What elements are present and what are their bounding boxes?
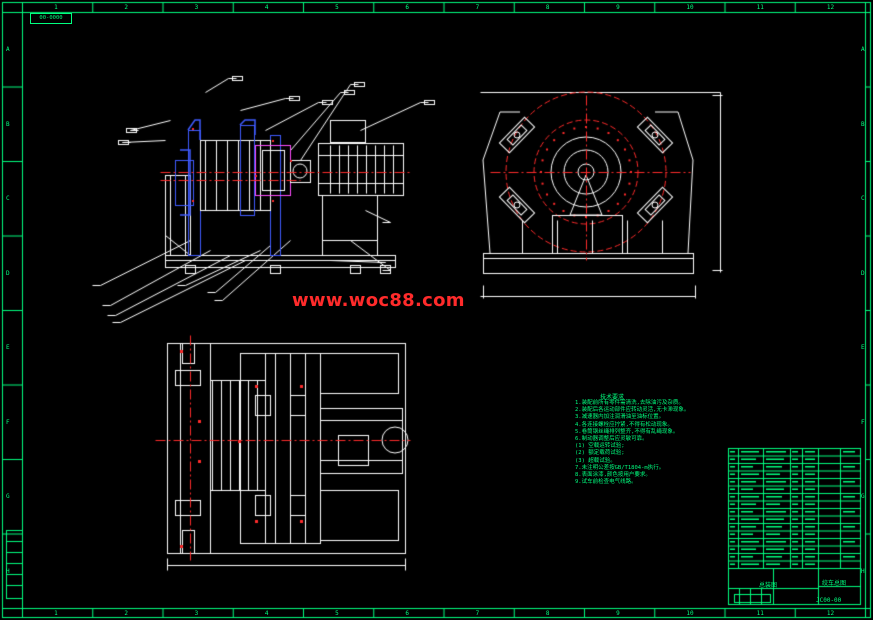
grid-row-label-right: E [861, 344, 865, 352]
grid-column-label-top: 8 [545, 4, 550, 11]
grid-column-label-bottom: 2 [124, 610, 128, 617]
technical-note-line: 6.制动器调整后应灵敏可靠。 [575, 436, 648, 443]
grid-row-label-left: H [6, 567, 10, 575]
technical-note-line: (2) 额定载荷试验; [575, 450, 625, 457]
grid-row-label-left: F [6, 418, 10, 426]
watermark-url: www.woc88.com [292, 290, 465, 311]
grid-row-label-right: F [861, 418, 865, 426]
grid-row-label-right: H [861, 567, 865, 575]
grid-column-label-bottom: 10 [686, 610, 694, 617]
grid-column-label-bottom: 11 [756, 610, 764, 617]
technical-note-line: 8.表面涂漆,颜色按用户要求。 [575, 472, 651, 479]
title-block-drawing-name: 绞车总图 [822, 580, 847, 587]
grid-row-label-right: C [861, 195, 865, 203]
grid-row-label-right: D [861, 269, 865, 277]
grid-row-label-right: A [861, 46, 865, 54]
technical-note-line: 3.减速器内加注润滑油至油标位置。 [575, 414, 665, 421]
grid-column-label-bottom: 3 [194, 610, 199, 617]
grid-row-label-left: B [6, 120, 10, 128]
technical-notes-title: 技术要求 [600, 394, 625, 401]
grid-column-label-top: 5 [335, 4, 339, 11]
technical-note-line: 4.各连接螺栓应拧紧,不得有松动现象。 [575, 421, 673, 428]
grid-column-label-top: 12 [826, 4, 835, 11]
grid-column-label-bottom: 8 [545, 610, 550, 617]
technical-notes: 1.装配前所有零件需清洗,去除油污及杂质。2.装配后各运动部件应转动灵活,无卡滞… [575, 400, 695, 520]
technical-note-line: 1.装配前所有零件需清洗,去除油污及杂质。 [575, 400, 684, 406]
grid-column-label-top: 3 [194, 4, 199, 11]
title-block-drawing-number: JC00-00 [816, 597, 842, 604]
grid-column-label-top: 7 [475, 4, 480, 11]
grid-column-label-bottom: 1 [54, 610, 58, 617]
grid-column-label-top: 9 [616, 4, 620, 11]
technical-note-line: 2.装配后各运动部件应转动灵活,无卡滞现象。 [575, 407, 690, 414]
grid-row-label-right: G [861, 493, 865, 501]
grid-row-label-left: G [6, 493, 10, 501]
technical-note-line: 9.试车前检查电气线路。 [575, 479, 637, 486]
grid-row-label-left: D [6, 269, 10, 277]
grid-column-label-bottom: 6 [405, 610, 409, 617]
grid-column-label-top: 1 [54, 4, 58, 11]
grid-row-label-left: A [6, 46, 10, 54]
grid-column-label-bottom: 12 [826, 610, 835, 617]
grid-column-label-bottom: 7 [475, 610, 480, 617]
title-block-revision: 总装图 [759, 582, 778, 589]
grid-row-label-left: E [6, 344, 10, 352]
technical-note-line: 5.卷筒钢丝绳排列整齐,不得有乱绳现象。 [575, 428, 679, 435]
grid-row-label-right: B [861, 120, 865, 128]
technical-note-line: 7.未注明公差按GB/T1804-m执行。 [575, 464, 665, 471]
grid-column-label-top: 10 [686, 4, 694, 11]
grid-column-label-bottom: 4 [264, 610, 269, 617]
technical-note-line: (3) 超载试验。 [575, 457, 616, 464]
grid-column-label-top: 2 [124, 4, 128, 11]
technical-note-line: (1) 空载运转试验; [575, 443, 625, 450]
grid-column-label-top: 6 [405, 4, 409, 11]
grid-column-label-bottom: 9 [616, 610, 620, 617]
grid-column-label-bottom: 5 [335, 610, 339, 617]
grid-row-label-left: C [6, 195, 10, 203]
grid-column-label-top: 11 [756, 4, 764, 11]
grid-column-label-top: 4 [264, 4, 269, 11]
drawing-code-box: 00-0000 [30, 13, 72, 24]
